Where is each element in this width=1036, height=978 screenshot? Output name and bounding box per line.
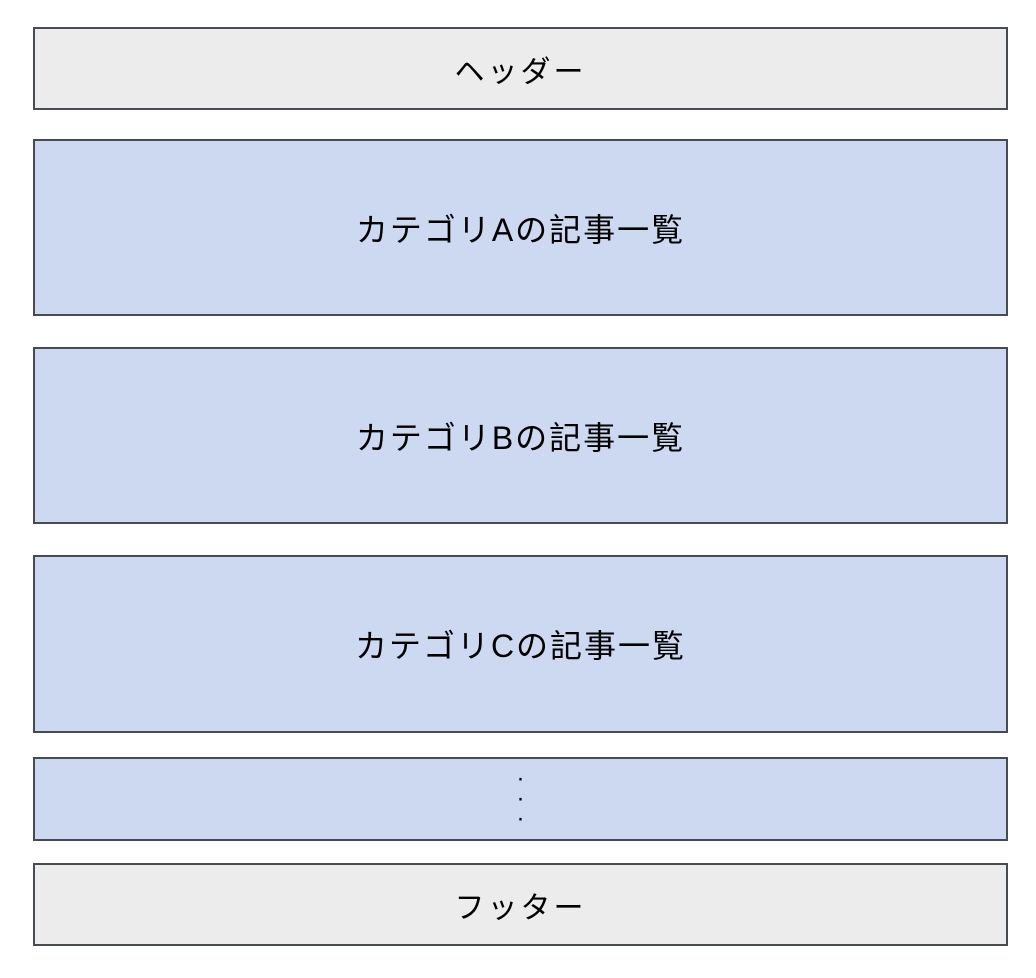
vertical-ellipsis: · · · [516,765,525,832]
category-a-article-list-block: カテゴリAの記事一覧 [33,139,1008,316]
ellipsis-dot: · [516,805,525,832]
header-label: ヘッダー [454,55,587,89]
ellipsis-dot: · [516,765,525,792]
footer-label: フッター [454,891,587,925]
more-categories-placeholder-block: · · · [33,757,1008,841]
category-b-label: カテゴリBの記事一覧 [355,419,686,456]
category-b-article-list-block: カテゴリBの記事一覧 [33,347,1008,524]
footer-block: フッター [33,863,1008,946]
category-a-label: カテゴリAの記事一覧 [355,211,686,248]
category-c-label: カテゴリCの記事一覧 [354,628,687,664]
ellipsis-dot: · [516,785,525,812]
category-c-article-list-block: カテゴリCの記事一覧 [33,555,1008,733]
header-block: ヘッダー [33,27,1008,110]
